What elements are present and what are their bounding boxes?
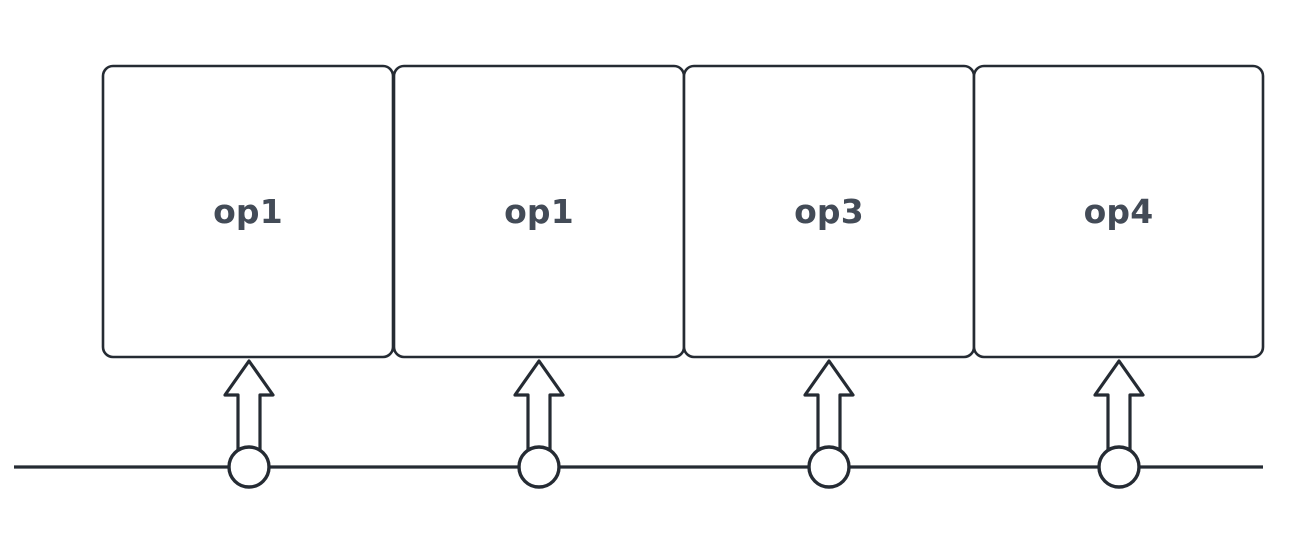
bus-connector[interactable]	[513, 359, 565, 489]
bus-connector[interactable]	[1093, 359, 1145, 489]
operation-block[interactable]: op1	[101, 64, 395, 359]
operation-block[interactable]: op3	[682, 64, 976, 359]
operation-blocks-group: op1 op1 op3 op4	[101, 64, 1265, 359]
bus-port-circle-icon[interactable]	[227, 445, 271, 489]
bus-port-circle-icon[interactable]	[1097, 445, 1141, 489]
operation-block[interactable]: op4	[972, 64, 1265, 359]
bus-connector[interactable]	[223, 359, 275, 489]
operation-block-label: op3	[794, 192, 864, 231]
operation-block-label: op1	[504, 192, 574, 231]
operation-block-label: op4	[1084, 192, 1154, 231]
operation-block-label: op1	[213, 192, 283, 231]
bus-port-circle-icon[interactable]	[517, 445, 561, 489]
connectors-group	[223, 359, 1145, 489]
bus-port-circle-icon[interactable]	[807, 445, 851, 489]
operation-block-outline[interactable]	[972, 64, 1265, 359]
operation-block[interactable]: op1	[392, 64, 686, 359]
bus-connector[interactable]	[803, 359, 855, 489]
